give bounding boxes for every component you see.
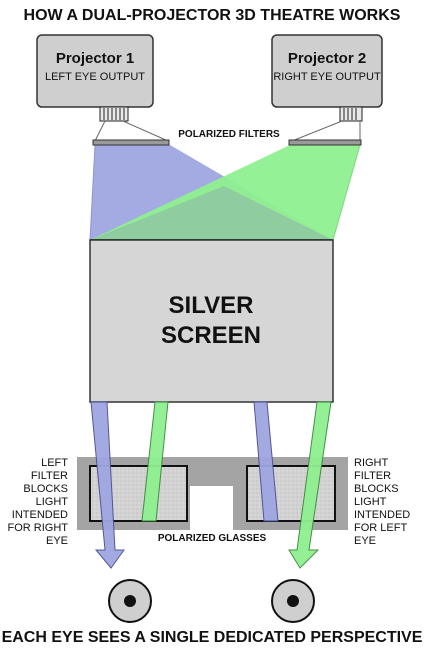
right-note-line: FILTER xyxy=(354,470,391,482)
projector-2-body xyxy=(271,34,383,108)
right-note-line: INTENDED xyxy=(354,509,410,521)
screen-label-line-2: SCREEN xyxy=(161,322,261,349)
diagram-title: HOW A DUAL-PROJECTOR 3D THEATRE WORKS xyxy=(24,7,401,24)
projector-2-name: Projector 2 xyxy=(288,50,366,67)
right-eye-icon xyxy=(271,579,315,623)
screen-label-line-1: SILVER xyxy=(169,292,254,319)
right-filter-note: RIGHT FILTER BLOCKS LIGHT INTENDED FOR L… xyxy=(354,457,410,547)
right-note-line: RIGHT xyxy=(354,457,389,469)
right-beam-to-right-eye xyxy=(288,401,332,569)
left-note-line: LEFT xyxy=(41,457,68,469)
left-note-line: FILTER xyxy=(31,470,68,482)
left-note-line: EYE xyxy=(46,535,68,547)
projector-1-lens xyxy=(99,106,129,122)
diagram-footer: EACH EYE SEES A SINGLE DEDICATED PERSPEC… xyxy=(2,629,423,646)
right-beam-edge xyxy=(332,144,361,241)
left-beam-blocked-at-right-lens xyxy=(253,401,279,522)
left-beam-edge xyxy=(89,144,96,241)
left-note-line: LIGHT xyxy=(36,496,69,508)
left-note-line: BLOCKS xyxy=(23,483,68,495)
projector-1-light-edge-left xyxy=(94,120,106,142)
projector-1-output: LEFT EYE OUTPUT xyxy=(45,71,145,83)
projector-1-name: Projector 1 xyxy=(56,50,134,67)
right-note-line: LIGHT xyxy=(354,496,387,508)
projector-2-output: RIGHT EYE OUTPUT xyxy=(273,71,381,83)
projector-1: Projector 1 LEFT EYE OUTPUT xyxy=(36,34,169,142)
projector-2-lens xyxy=(339,106,363,122)
left-filter-note: LEFT FILTER BLOCKS LIGHT INTENDED FOR RI… xyxy=(8,457,69,547)
left-polarized-filter xyxy=(92,139,170,146)
right-beam-blocked-at-left-lens xyxy=(141,401,169,522)
left-beam-to-left-eye xyxy=(90,401,125,569)
projector-1-body xyxy=(36,34,154,108)
right-note-line: BLOCKS xyxy=(354,483,399,495)
right-note-line: EYE xyxy=(354,535,376,547)
projector-2: Projector 2 RIGHT EYE OUTPUT xyxy=(271,34,383,142)
silver-screen xyxy=(89,239,334,403)
right-note-line: FOR LEFT xyxy=(354,522,407,534)
projector-1-light-edge-right xyxy=(122,120,169,142)
left-eye-icon xyxy=(108,579,152,623)
polarized-glasses-label: POLARIZED GLASSES xyxy=(158,533,267,544)
polarized-filters-label: POLARIZED FILTERS xyxy=(178,129,280,140)
beam-overlap xyxy=(90,186,333,240)
projector-2-lens-grip xyxy=(343,108,357,120)
right-polarized-filter xyxy=(288,139,362,146)
projector-1-lens-grip xyxy=(103,108,125,120)
projector-2-light-edge-left xyxy=(291,120,343,142)
left-note-line: FOR RIGHT xyxy=(8,522,69,534)
left-note-line: INTENDED xyxy=(12,509,68,521)
